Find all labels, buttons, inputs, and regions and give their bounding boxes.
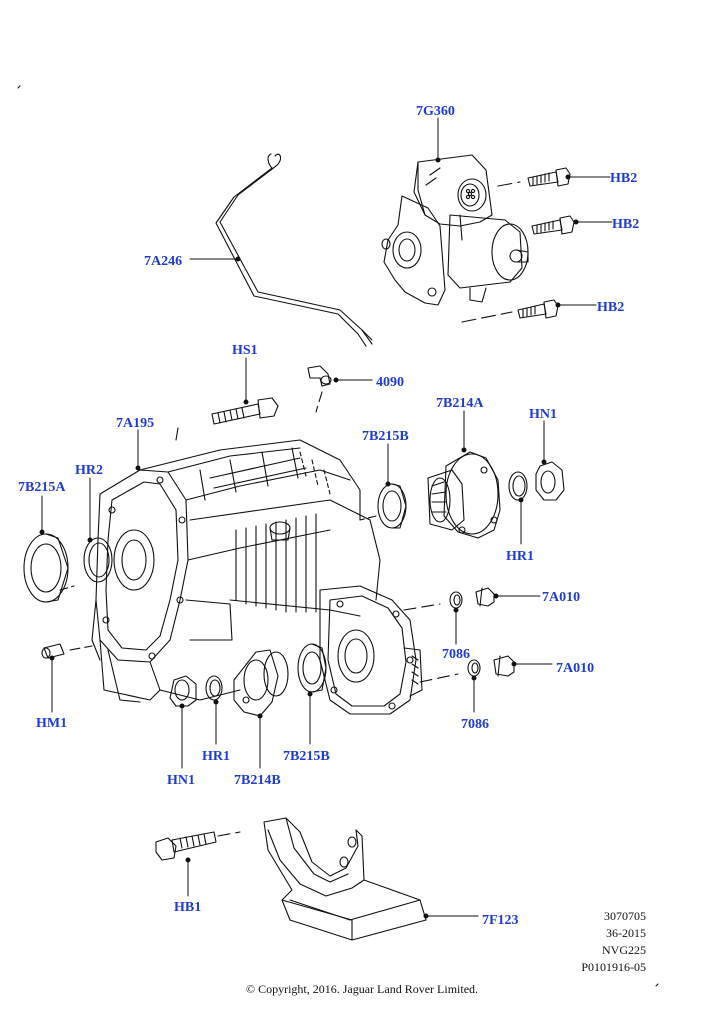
part-seal-7B215B-top bbox=[360, 484, 406, 528]
callout-HN1-bottom: HN1 bbox=[167, 773, 195, 788]
callout-HN1-top: HN1 bbox=[529, 407, 557, 422]
callout-HS1: HS1 bbox=[232, 343, 258, 358]
part-ring-HR1-bottom bbox=[206, 676, 222, 700]
part-bolt-HB2-a bbox=[498, 168, 570, 186]
part-flange-7B214A bbox=[428, 452, 500, 538]
part-seal-7B215B-bottom bbox=[298, 644, 326, 692]
copyright-notice: © Copyright, 2016. Jaguar Land Rover Lim… bbox=[245, 982, 479, 996]
leader-lines bbox=[39, 117, 613, 919]
callout-7B215A: 7B215A bbox=[18, 480, 66, 495]
callout-7086-b: 7086 bbox=[461, 717, 489, 732]
callout-4090: 4090 bbox=[376, 375, 404, 390]
callout-HB2-a: HB2 bbox=[610, 171, 637, 186]
part-flange-7B214B bbox=[234, 650, 288, 716]
callout-7A195: 7A195 bbox=[116, 416, 154, 431]
registration-mark-bottom bbox=[655, 983, 659, 987]
callout-labels: 7G360 HB2 HB2 HB2 7A246 HS1 4090 7A195 7… bbox=[18, 104, 639, 928]
callout-7B214B: 7B214B bbox=[234, 773, 281, 788]
part-bolt-HB2-b bbox=[532, 216, 574, 234]
part-plug-HM1 bbox=[42, 644, 64, 658]
callout-7A010-a: 7A010 bbox=[542, 590, 580, 605]
reference-line-3: NVG225 bbox=[602, 943, 646, 957]
part-bolt-HB2-c bbox=[462, 300, 558, 322]
callout-7A246: 7A246 bbox=[144, 254, 182, 269]
part-ring-HR1-top bbox=[509, 472, 527, 500]
part-vent-4090 bbox=[308, 366, 331, 412]
part-washer-7086-a bbox=[450, 592, 462, 608]
callout-7A010-b: 7A010 bbox=[556, 661, 594, 676]
callout-7B215B-top: 7B215B bbox=[362, 429, 409, 444]
callout-HR1-right: HR1 bbox=[506, 549, 534, 564]
reference-line-4: P0101916-05 bbox=[581, 960, 646, 974]
callout-HB1: HB1 bbox=[174, 900, 201, 915]
registration-mark-top bbox=[17, 85, 21, 89]
callout-HB2-b: HB2 bbox=[612, 217, 639, 232]
callout-HR2: HR2 bbox=[75, 463, 103, 478]
callout-HB2-c: HB2 bbox=[597, 300, 624, 315]
part-plug-7A010-b bbox=[494, 656, 514, 676]
part-breather-tube-7A246 bbox=[216, 154, 372, 346]
part-transfer-case-7A195 bbox=[60, 440, 458, 714]
callout-7086-a: 7086 bbox=[442, 647, 470, 662]
part-bolt-HB1 bbox=[156, 832, 240, 860]
part-ring-HR2 bbox=[84, 538, 112, 582]
part-actuator-7G360 bbox=[382, 155, 528, 305]
callout-7B214A: 7B214A bbox=[436, 396, 484, 411]
part-washer-7086-b bbox=[468, 660, 480, 676]
part-nut-HN1-bottom bbox=[170, 676, 196, 706]
part-bracket-7F123 bbox=[264, 818, 426, 940]
callout-7G360: 7G360 bbox=[416, 104, 455, 119]
reference-line-2: 36-2015 bbox=[606, 926, 646, 940]
reference-codes: 3070705 36-2015 NVG225 P0101916-05 bbox=[581, 908, 646, 976]
callout-7F123: 7F123 bbox=[482, 913, 519, 928]
callout-HM1: HM1 bbox=[36, 716, 67, 731]
part-seal-7B215A bbox=[24, 534, 68, 602]
part-plug-7A010-a bbox=[476, 588, 494, 606]
callout-HR1-bottom: HR1 bbox=[202, 749, 230, 764]
part-nut-HN1-top bbox=[536, 462, 564, 500]
reference-line-1: 3070705 bbox=[604, 909, 646, 923]
callout-7B215B-bottom: 7B215B bbox=[283, 749, 330, 764]
part-bolt-HS1 bbox=[176, 398, 278, 440]
